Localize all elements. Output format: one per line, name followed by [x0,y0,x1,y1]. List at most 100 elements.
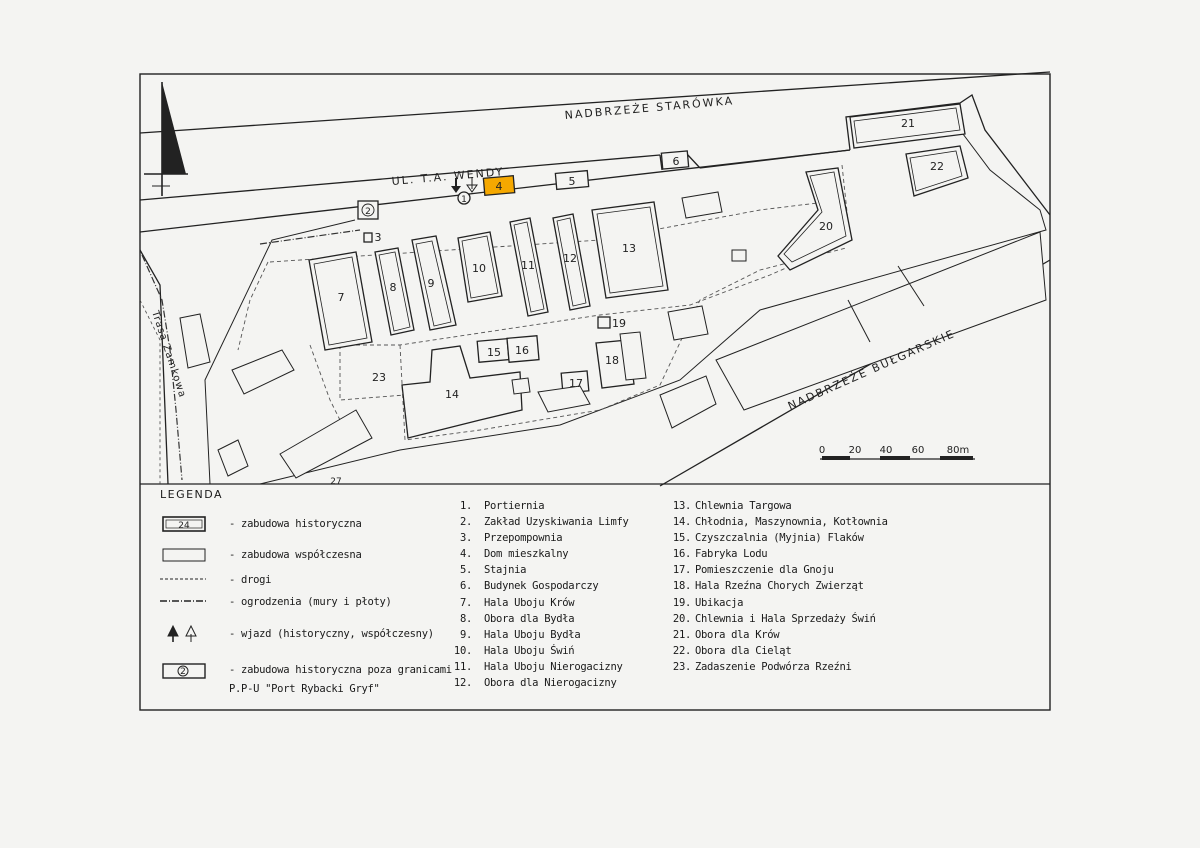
legend-item-name: Budynek Gospodarczy [484,580,599,593]
legend-modern: - zabudowa współczesna [229,549,362,561]
scale-tick-label: 0 [819,445,825,456]
building-4-highlighted [482,175,516,196]
building-7 [308,251,373,351]
legend-item: 22.Obora dla Cieląt [669,643,888,659]
legend-item-name: Hala Uboju Bydła [484,628,581,641]
legend-item-name: Ubikacja [695,596,744,609]
legend-item-name: Portiernia [484,500,545,512]
legend-item: 8. Obora dla Bydła [446,611,629,627]
svg-text:17: 17 [569,377,583,390]
svg-text:27: 27 [330,477,341,487]
legend-item: 3. Przepompownia [446,530,629,546]
legend-item-number: 1. [459,500,472,512]
legend-item-number: 4. [459,548,472,561]
svg-text:14: 14 [445,388,459,401]
legend-item-name: Przepompownia [484,532,563,545]
legend-item-name: Obora dla Krów [695,628,780,641]
historic-buildings [308,103,969,439]
legend-outside: - zabudowa historyczna poza granicami [229,664,452,676]
scale-tick-label: 80m [947,445,969,456]
svg-text:20: 20 [819,220,833,233]
svg-text:5: 5 [569,175,576,188]
svg-text:2: 2 [365,207,371,217]
legend-item: 10.Hala Uboju Świń [446,643,629,659]
legend-item-number: 3. [459,532,472,545]
building-numbers: 7 8 9 10 11 12 13 4 5 6 14 15 16 17 18 1… [330,117,944,487]
legend-item: 6. Budynek Gospodarczy [446,578,629,594]
legend-item-number: 16. [672,548,691,561]
svg-text:22: 22 [930,160,944,173]
legend-item-number: 22. [672,644,691,657]
legend-item-number: 20. [672,612,691,625]
svg-text:11: 11 [521,259,535,272]
road-lines [237,164,851,441]
legend-item: 9. Hala Uboju Bydła [446,627,629,643]
legend-item-name: Obora dla Nierogacizny [484,677,617,690]
svg-text:8: 8 [390,281,397,294]
legend-item-number: 7. [459,596,472,609]
legend-item-name: Fabryka Lodu [695,548,768,561]
legend-item: 2. Zakład Uzyskiwania Limfy [446,514,629,530]
legend-item-name: Chlewnia i Hala Sprzedaży Świń [695,612,876,625]
svg-text:9: 9 [428,277,435,290]
legend-roads: - drogi [229,574,272,586]
svg-text:1: 1 [461,195,467,205]
svg-text:16: 16 [515,344,529,357]
legend-item-name: Hala Uboju Krów [484,596,575,609]
scale-tick-label: 60 [912,445,925,456]
legend-item: 13.Chlewnia Targowa [669,498,888,514]
modern-buildings [179,191,1047,479]
svg-text:3: 3 [375,231,382,244]
legend-item-number: 6. [459,580,472,593]
entrance-arrow-icon [451,177,478,193]
legend-item-name: Stajnia [484,564,527,577]
legend-item-name: Czyszczalnia (Myjnia) Flaków [695,532,864,545]
legend-item: 19. Ubikacja [669,595,888,611]
legend-item-name: Dom mieszkalny [484,548,569,561]
legend-item-name: Obora dla Bydła [484,612,575,625]
scale-tick-label: 40 [880,445,893,456]
legend-fences: - ogrodzenia (mury i płoty) [229,596,392,608]
legend-item: 12. Obora dla Nierogacizny [446,675,629,691]
legend-item: 16. Fabryka Lodu [669,546,888,562]
legend-item-number: 9. [459,628,472,641]
legend-item-number: 12. [453,677,472,690]
legend-item: 5.Stajnia [446,562,629,578]
legend-item-number: 14. [672,516,691,529]
svg-text:4: 4 [496,180,503,193]
legend-title: LEGENDA [160,488,224,501]
legend-item: 18.Hala Rzeźna Chorych Zwierząt [669,578,888,594]
legend-item: 20. Chlewnia i Hala Sprzedaży Świń [669,611,888,627]
legend-item-name: Pomieszczenie dla Gnoju [695,564,834,577]
svg-text:23: 23 [372,371,386,384]
legend-item: 21.Obora dla Krów [669,627,888,643]
legend-item: 11.Hala Uboju Nierogacizny [446,659,629,675]
svg-text:6: 6 [673,155,680,168]
legend-item-number: 8. [459,612,472,625]
legend-item-number: 18. [672,580,691,593]
legend-item-number: 19. [672,596,691,609]
fence-lines [141,229,361,481]
svg-text:19: 19 [612,317,626,330]
north-arrow-icon [144,82,188,196]
legend-item: 17.Pomieszczenie dla Gnoju [669,562,888,578]
legend-item-name: Zadaszenie Podwórza Rzeźni [695,660,852,673]
svg-text:2: 2 [180,667,186,677]
legend-historic: - zabudowa historyczna [229,518,362,530]
svg-text:13: 13 [622,242,636,255]
legend-item: 1. Portiernia [446,498,629,514]
legend-entrance: - wjazd (historyczny, współczesny) [229,628,434,640]
legend-item: 15. Czyszczalnia (Myjnia) Flaków [669,530,888,546]
legend-item-name: Chlewnia Targowa [695,500,792,512]
legend-item-number: 2. [459,516,472,529]
svg-text:15: 15 [487,346,501,359]
legend-item-number: 11. [453,660,472,673]
legend-item-name: Zakład Uzyskiwania Limfy [484,516,629,529]
legend-item: 23.Zadaszenie Podwórza Rzeźni [669,659,888,675]
legend-item: 7. Hala Uboju Krów [446,595,629,611]
legend-item-number: 15. [672,532,691,545]
